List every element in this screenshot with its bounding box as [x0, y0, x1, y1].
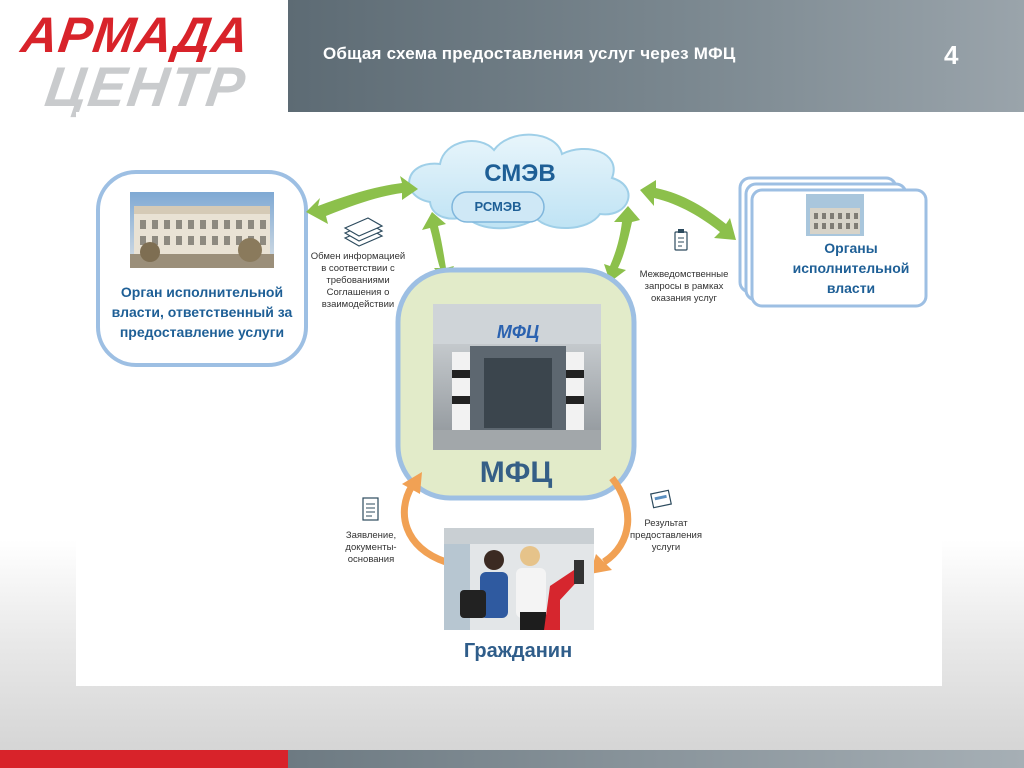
clipboard-icon	[674, 229, 688, 251]
mfc-photo	[433, 304, 601, 450]
mfc-label: МФЦ	[479, 456, 553, 489]
citizen-photo	[444, 528, 594, 630]
exchange-caption: Обмен информацией в соответствии с требо…	[310, 251, 406, 310]
application-caption: Заявление, документы- основания	[345, 530, 397, 565]
green-arrow-left-agency-smev	[306, 176, 418, 224]
right-agencies-label: Органы исполнительной власти	[792, 240, 910, 296]
orange-arrow-head-up	[402, 472, 422, 494]
header-band	[288, 0, 1024, 112]
slide-number: 4	[944, 40, 959, 70]
left-agency-label: Орган исполнительной власти, ответственн…	[111, 284, 293, 340]
green-arrow-smev-mfc-left	[422, 212, 454, 282]
mfc-photo-sign: МФЦ	[496, 322, 540, 342]
result-caption: Результат предоставления услуги	[630, 518, 702, 553]
citizen-label: Гражданин	[463, 640, 573, 662]
smev-label: СМЭВ	[484, 160, 556, 187]
document-stack-icon	[343, 217, 384, 247]
orange-arrow-mfc-to-citizen	[601, 475, 632, 565]
footer-red-bar	[0, 750, 288, 768]
right-agency-box	[750, 188, 928, 308]
slide-title: Общая схема предоставления услуг через М…	[323, 44, 736, 63]
orange-arrow-head-down	[590, 554, 612, 574]
application-document-icon	[362, 497, 379, 521]
rsmev-label: РСМЭВ	[474, 199, 522, 214]
smev-cloud	[408, 133, 630, 230]
interagency-caption: Межведомственные запросы в рамках оказан…	[639, 269, 729, 304]
green-arrow-smev-mfc-right	[604, 206, 640, 282]
result-card-icon	[650, 489, 672, 509]
green-arrow-smev-right-agencies	[640, 180, 736, 240]
right-agency-photo	[806, 194, 864, 236]
footer-gray-bar	[288, 750, 1024, 768]
left-agency-photo	[130, 192, 274, 268]
orange-arrow-citizen-to-mfc	[400, 484, 448, 566]
